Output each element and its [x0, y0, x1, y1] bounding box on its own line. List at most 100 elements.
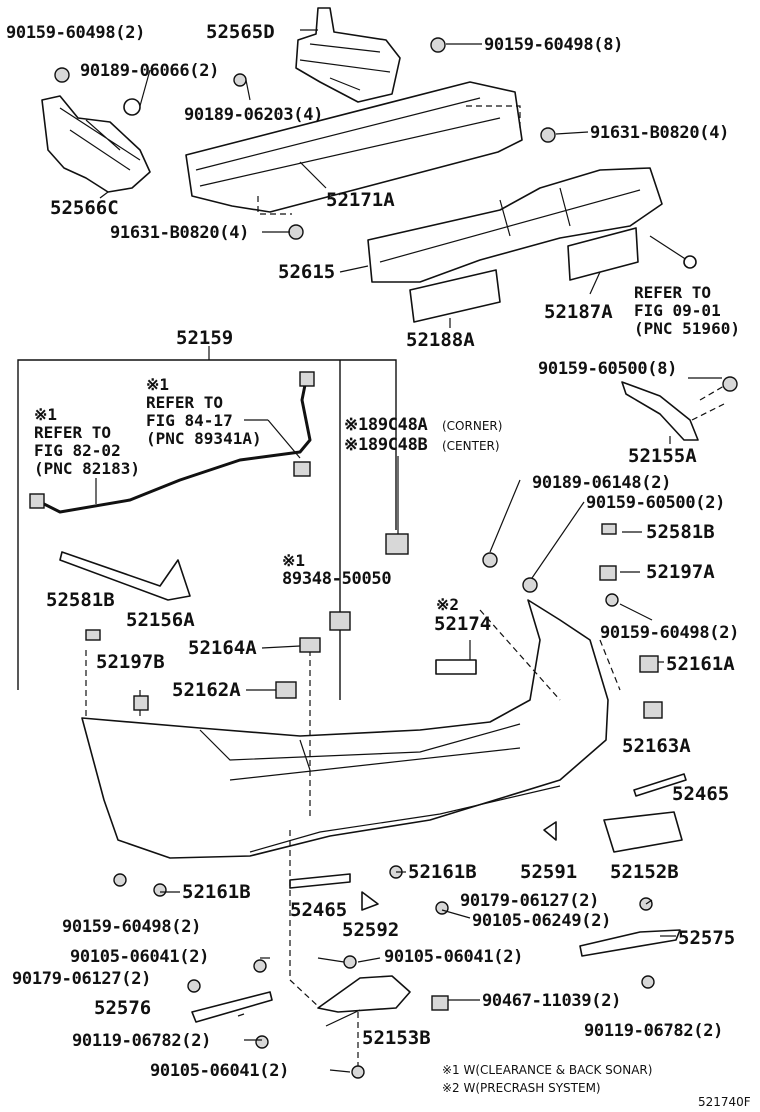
nut-icon [233, 73, 247, 87]
part-label: 52581B [46, 589, 115, 611]
ref-mark: ※1 [282, 551, 305, 570]
part-label: 52155A [628, 445, 697, 467]
part-label: 52576 [94, 997, 151, 1019]
connector-icon [329, 611, 351, 631]
part-label: 91631-B0820(4) [110, 223, 249, 243]
bolt-icon [605, 593, 619, 607]
part-label: 90159-60500(2) [586, 493, 725, 513]
reflector-52153b-drawing [317, 975, 411, 1013]
part-label: 52156A [126, 609, 195, 631]
ref-fig-82-02: (PNC 82183) [34, 459, 140, 478]
part-label: 90105-06041(2) [70, 947, 209, 967]
part-label: 52197A [646, 561, 715, 583]
bolt-icon [351, 1065, 365, 1079]
bumper-cover-drawing [81, 599, 609, 859]
ref-fig-09-01: FIG 09-01 [634, 301, 721, 320]
bracket-52566c-drawing [41, 95, 151, 193]
part-label: 90105-06041(2) [150, 1061, 289, 1081]
part-label: 52591 [520, 861, 577, 883]
part-label: 52161B [182, 881, 251, 903]
part-label: 90159-60498(2) [6, 23, 145, 43]
part-label: 90105-06249(2) [472, 911, 611, 931]
bracket-52565d-drawing [295, 7, 401, 103]
footnote: ※2 W(PRECRASH SYSTEM) [442, 1081, 601, 1095]
part-label: 52575 [678, 927, 735, 949]
bolt-icon [435, 901, 449, 915]
bolt-icon [540, 127, 556, 143]
clip-52197a-icon [599, 565, 617, 581]
part-label: 52197B [96, 651, 165, 673]
bolt-icon [253, 959, 267, 973]
bolt-icon [482, 552, 498, 568]
part-label: 52581B [646, 521, 715, 543]
part-label: 90159-60498(8) [484, 35, 623, 55]
harness-wire-drawing [35, 379, 312, 514]
ref-mark: ※2 [436, 595, 459, 614]
ref-fig-84-17: FIG 84-17 [146, 411, 233, 430]
part-label: 90105-06041(2) [384, 947, 523, 967]
bolt-icon [153, 883, 167, 897]
part-label: 52592 [342, 919, 399, 941]
clip-icon [123, 98, 141, 116]
part-note: (CORNER) [442, 419, 502, 433]
absorber-52187a-drawing [567, 227, 639, 281]
part-label: 52465 [672, 783, 729, 805]
ref-fig-09-01: REFER TO [634, 283, 711, 302]
pad-52162a-icon [275, 681, 297, 699]
part-label: 52566C [50, 197, 119, 219]
figure-id: 521740F [698, 1095, 751, 1109]
retainer-52156a-drawing [59, 551, 191, 601]
part-label: 90159-60498(2) [600, 623, 739, 643]
part-label: 90467-11039(2) [482, 991, 621, 1011]
clip-52581b-icon [85, 629, 101, 641]
part-label: 90159-60500(8) [538, 359, 677, 379]
seal-52174-icon [435, 659, 477, 675]
retainer-52155a-drawing [621, 381, 699, 441]
clip-52581b-icon [601, 523, 617, 535]
part-label: 90119-06782(2) [584, 1021, 723, 1041]
part-label: 52163A [622, 735, 691, 757]
ref-fig-84-17: (PNC 89341A) [146, 429, 262, 448]
pad-52161a-icon [639, 655, 659, 673]
part-label: 52153B [362, 1027, 431, 1049]
ref-fig-09-01: (PNC 51960) [634, 319, 740, 338]
ref-fig-82-02: FIG 82-02 [34, 441, 121, 460]
part-label: 52161A [666, 653, 735, 675]
bolt-icon [641, 975, 655, 989]
part-label: 90179-06127(2) [460, 891, 599, 911]
ref-fig-84-17: REFER TO [146, 393, 223, 412]
bolt-icon [113, 873, 127, 887]
part-label: 52565D [206, 21, 275, 43]
part-label: 52187A [544, 301, 613, 323]
bolt-icon [255, 1035, 269, 1049]
part-label: 90189-06066(2) [80, 61, 219, 81]
ref-mark: ※1 [34, 405, 57, 424]
connector-icon [385, 533, 409, 555]
bolt-icon [288, 224, 304, 240]
bolt-icon [54, 67, 70, 83]
part-label: 52174 [434, 613, 491, 635]
part-label: 52159 [176, 327, 233, 349]
part-label: 52171A [326, 189, 395, 211]
assembly-52159-bracket-frame [17, 359, 397, 700]
part-label: ※189C48B [344, 435, 428, 455]
ref-fig-82-02: REFER TO [34, 423, 111, 442]
bolt-icon [343, 955, 357, 969]
bolt-icon [722, 376, 738, 392]
nut-icon [187, 979, 201, 993]
part-label: 90179-06127(2) [12, 969, 151, 989]
reflector-52152b-drawing [603, 811, 683, 853]
part-label: 90159-60498(2) [62, 917, 201, 937]
ref-mark: ※1 [146, 375, 169, 394]
bolt-icon [522, 577, 538, 593]
clip-52197b-icon [133, 695, 149, 711]
part-label: 52152B [610, 861, 679, 883]
reinforcement-52171a-drawing [185, 81, 523, 213]
pad-52163a-icon [643, 701, 663, 719]
absorber-52188a-drawing [409, 269, 501, 323]
part-label: 52161B [408, 861, 477, 883]
part-label: 52615 [278, 261, 335, 283]
part-label: 52162A [172, 679, 241, 701]
part-label: 90189-06203(4) [184, 105, 323, 125]
